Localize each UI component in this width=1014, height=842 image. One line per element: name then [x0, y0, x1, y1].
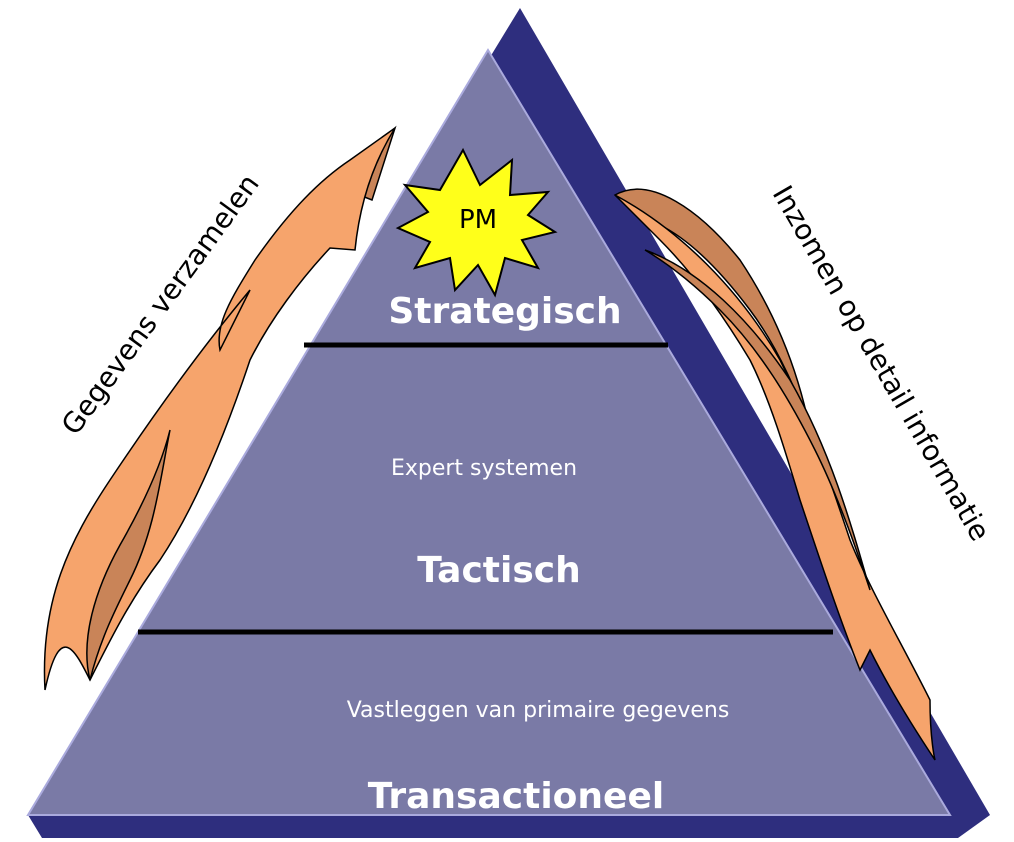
pm-label: PM [459, 205, 497, 235]
level-middle-label: Tactisch [417, 550, 581, 591]
left-arrow [43, 125, 397, 691]
bottom-caption: Vastleggen van primaire gegevens [347, 698, 730, 723]
level-bottom-label: Transactioneel [368, 776, 664, 817]
pm-starburst [395, 147, 558, 298]
right-arrow [613, 188, 936, 761]
pyramid-face [26, 48, 952, 816]
middle-caption: Expert systemen [391, 456, 577, 481]
level-top-label: Strategisch [388, 291, 621, 332]
